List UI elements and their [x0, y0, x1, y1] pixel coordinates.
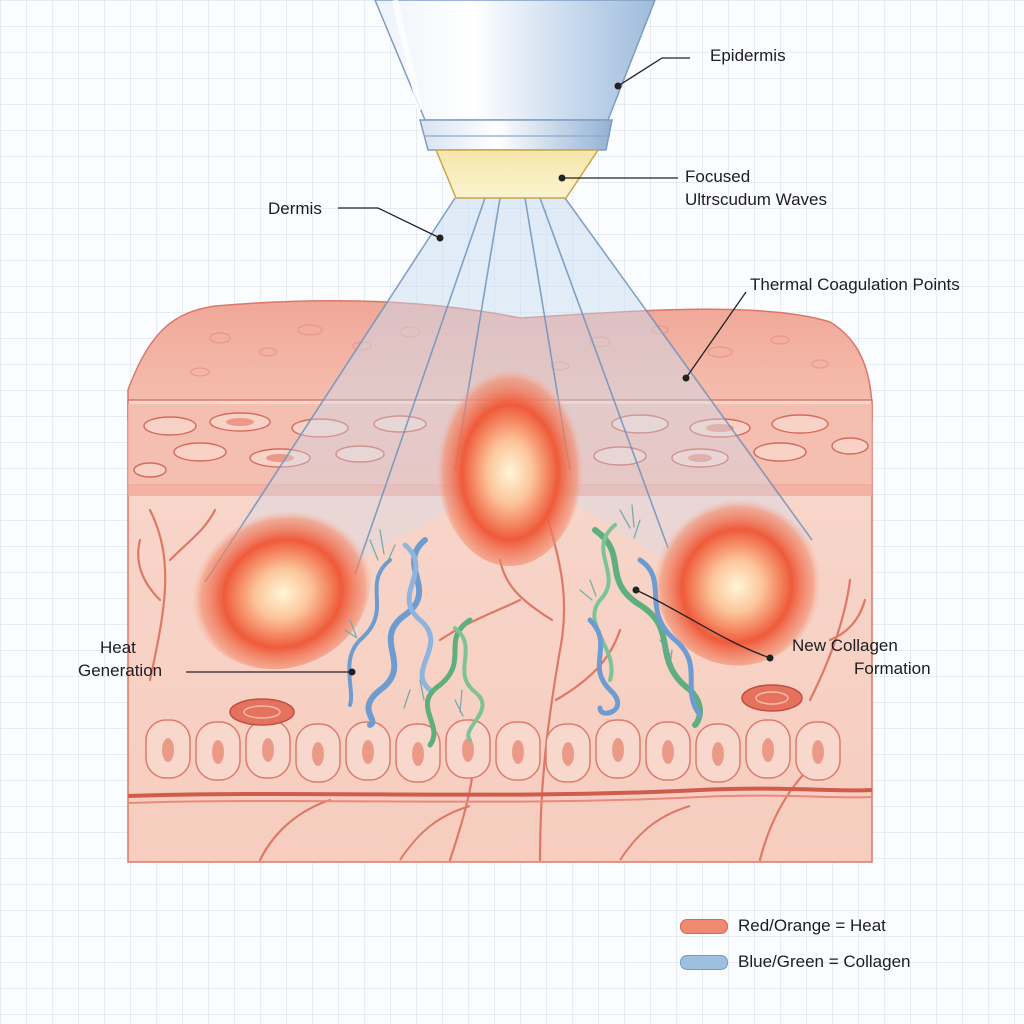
label-focused-waves: Focused Ultrscudum Waves	[685, 165, 827, 211]
label-thermal-text: Thermal Coagulation Points	[750, 275, 960, 294]
label-heat-line2: Generation	[78, 661, 163, 680]
legend-text-collagen: Blue/Green = Collagen	[738, 952, 911, 971]
label-heat-line1: Heat	[100, 638, 136, 657]
label-dermis-text: Dermis	[268, 199, 322, 218]
heat-zone-center	[436, 358, 584, 566]
legend-swatch-collagen	[680, 954, 728, 970]
label-collagen-line2: Formation	[854, 659, 931, 678]
probe-tip	[434, 149, 600, 199]
ultrasound-probe	[374, 0, 656, 199]
label-focused-line2: Ultrscudum Waves	[685, 190, 828, 209]
heat-zone-right	[655, 490, 825, 666]
legend-swatch-heat	[680, 918, 728, 934]
label-dermis: Dermis	[268, 197, 322, 220]
label-collagen-formation: New Collagen Formation	[792, 634, 931, 680]
label-epidermis-text: Epidermis	[710, 46, 786, 65]
heat-zone-left	[189, 502, 371, 670]
heat-zones	[189, 358, 825, 670]
label-heat-generation: Heat Generation	[78, 636, 162, 682]
label-collagen-line1: New Collagen	[792, 636, 898, 655]
collagen-fibers	[344, 504, 703, 748]
label-thermal-points: Thermal Coagulation Points	[750, 273, 960, 296]
legend: Red/Orange = Heat Blue/Green = Collagen	[680, 908, 1010, 980]
legend-text-heat: Red/Orange = Heat	[738, 916, 886, 935]
label-focused-line1: Focused	[685, 167, 751, 186]
legend-item-heat: Red/Orange = Heat	[680, 908, 1010, 944]
leader-dots	[348, 82, 774, 676]
legend-item-collagen: Blue/Green = Collagen	[680, 944, 1010, 980]
leader-lines	[186, 57, 771, 673]
label-epidermis: Epidermis	[710, 44, 786, 67]
